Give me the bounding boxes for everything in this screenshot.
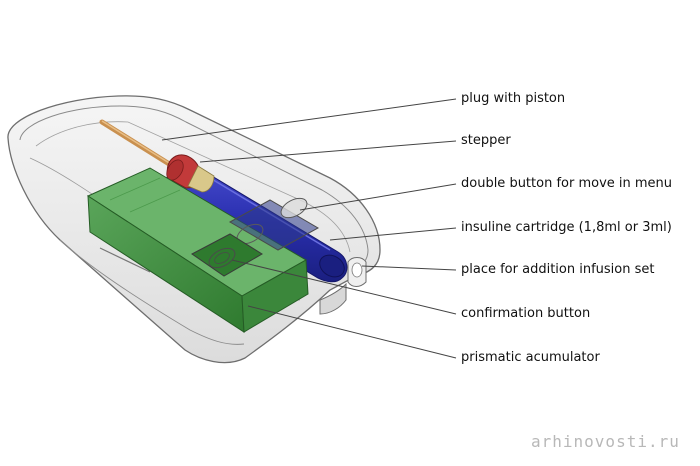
prismatic-acumulator [86, 167, 309, 333]
infusion-set-port [347, 257, 367, 287]
confirmation-button [191, 233, 263, 277]
leader-line-double-button [299, 183, 457, 211]
double-button [228, 197, 320, 251]
watermark: arhinovosti.ru [531, 432, 680, 451]
leader-line-prismatic-acumulator [247, 305, 457, 359]
label-stepper: stepper [461, 133, 511, 148]
plug-with-piston [166, 154, 215, 193]
leader-line-confirmation-button [231, 259, 457, 315]
leader-line-plug-with-piston [161, 98, 457, 141]
leader-lines [161, 98, 457, 359]
label-prismatic-acumulator: prismatic acumulator [461, 350, 600, 365]
label-double-button: double button for move in menu [461, 176, 673, 191]
label-insuline-cartridge: insuline cartridge (1,8ml or 3ml) [461, 220, 672, 235]
label-confirmation-button: confirmation button [461, 306, 591, 321]
label-addition-infusion-set: place for addition infusion set [461, 262, 655, 277]
leader-line-stepper [199, 140, 457, 163]
leader-line-addition-infusion-set [361, 265, 457, 271]
label-plug-with-piston: plug with piston [461, 91, 566, 106]
leader-line-insuline-cartridge [329, 227, 457, 241]
